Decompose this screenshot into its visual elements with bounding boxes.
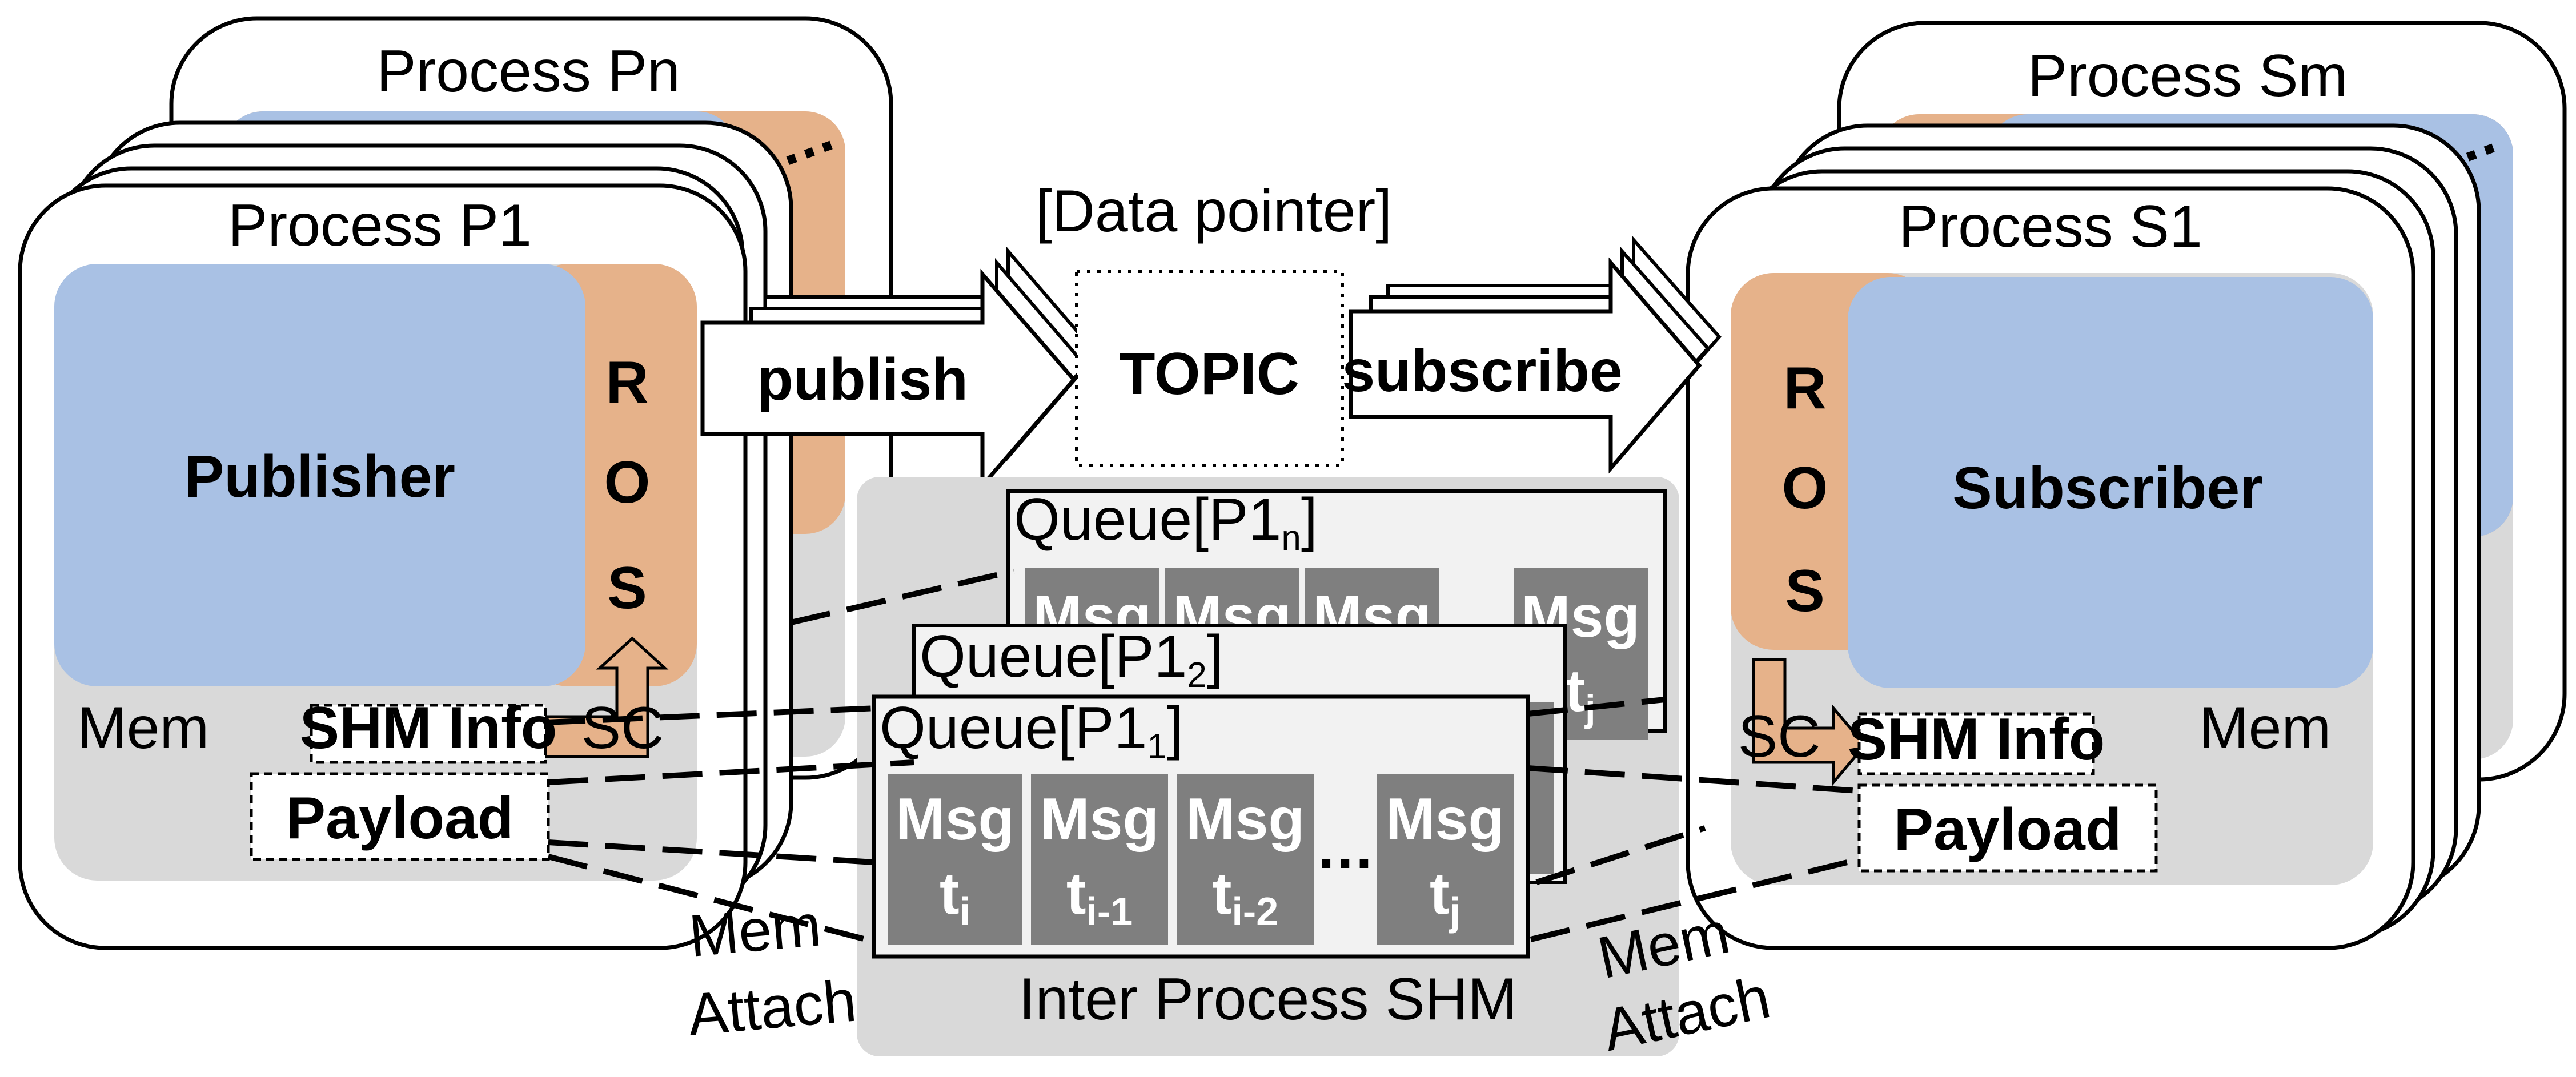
subscriber-shm-info-box <box>1857 712 2095 775</box>
attach-line <box>1527 697 1666 717</box>
attach-line <box>790 568 1015 625</box>
queue-1-ellipsis: … <box>1315 815 1375 881</box>
queue-1-msg-time: tj <box>1430 861 1460 934</box>
queue-1-msg-ti <box>888 774 1022 945</box>
mem-attach-lines <box>545 568 1860 945</box>
queue-1-msg-ti-1 <box>1031 774 1168 945</box>
publisher-payload-box <box>250 772 550 861</box>
publisher-ros-letter-r: R <box>605 349 648 416</box>
publisher-payload-label: Payload <box>286 785 514 851</box>
topic-area: [Data pointer] publish TOPIC subscribe <box>700 178 1722 491</box>
publisher-shm-info-box <box>310 704 547 764</box>
publisher-shm-info-label: SHM Info <box>300 695 557 761</box>
subscriber-payload-label: Payload <box>1894 797 2122 863</box>
subscriber-process-stack: Process Sm … Process S1 Subscriber R O S… <box>1686 21 2567 950</box>
queue-1-msg-ti-2 <box>1177 774 1314 945</box>
queue-p1-1-label: Queue[P11] <box>880 695 1183 766</box>
queue-p1-2-label: Queue[P12] <box>920 624 1223 695</box>
publisher-process-stack: Process Pn … Process P1 Publisher R O S … <box>18 16 893 950</box>
publish-label: publish <box>757 347 968 413</box>
shm-label: Inter Process SHM <box>1019 966 1518 1032</box>
mem-attach-left-line2: Attach <box>685 968 859 1048</box>
queue-1-msg-label: Msg <box>1186 786 1305 853</box>
publisher-sc-arrow <box>544 636 669 758</box>
inter-process-shm: Inter Process SHM Queue[P1n] Msg Msg Msg… <box>857 477 1679 1056</box>
queue-1-msg-time: ti <box>940 861 970 934</box>
data-pointer-label: [Data pointer] <box>1036 178 1392 244</box>
subscriber-mem-label: Mem <box>2199 695 2331 761</box>
subscriber-payload-box <box>1857 783 2158 873</box>
queue-p1-n-label: Queue[P1n] <box>1014 487 1318 558</box>
subscriber-box <box>1848 277 2373 688</box>
topic-label: TOPIC <box>1119 341 1299 407</box>
publisher-mem-label: Mem <box>77 695 209 761</box>
mem-attach-left-line1: Mem <box>687 892 824 970</box>
queue-1-msg-label: Msg <box>1040 786 1159 853</box>
process-s1-label: Process S1 <box>1899 194 2202 260</box>
process-pn-label: Process Pn <box>376 38 680 105</box>
subscribe-arrow <box>1349 257 1702 474</box>
process-sm-label: Process Sm <box>2028 43 2348 109</box>
publish-arrow <box>700 268 1077 491</box>
subscriber-shm-info-label: SHM Info <box>1848 706 2105 773</box>
subscribe-label: subscribe <box>1342 338 1622 404</box>
process-p1-label: Process P1 <box>228 192 532 259</box>
topic-box <box>1075 270 1344 467</box>
subscriber-label: Subscriber <box>1952 455 2262 521</box>
publisher-ros-letter-s: S <box>607 555 647 621</box>
publisher-sc-label: SC <box>581 695 664 761</box>
subscriber-ros-letter-o: O <box>1782 455 1828 521</box>
queue-1-msg-label: Msg <box>1386 786 1504 853</box>
queue-1-msg-time: ti-2 <box>1212 861 1278 934</box>
subscriber-sc-arrow <box>1752 658 1867 786</box>
subscriber-ros-letter-s: S <box>1785 558 1824 624</box>
attach-line <box>1535 825 1706 885</box>
subscriber-ros-letter-r: R <box>1783 355 1826 421</box>
publisher-ros-letter-o: O <box>604 449 651 516</box>
attach-line <box>548 759 914 785</box>
queue-1-msg-label: Msg <box>896 786 1014 853</box>
publisher-box <box>54 264 585 686</box>
queue-1-msg-tj <box>1377 774 1514 945</box>
publisher-label: Publisher <box>184 444 455 510</box>
subscriber-sc-label: SC <box>1738 704 1820 770</box>
queue-1-msg-time: ti-1 <box>1066 861 1133 934</box>
